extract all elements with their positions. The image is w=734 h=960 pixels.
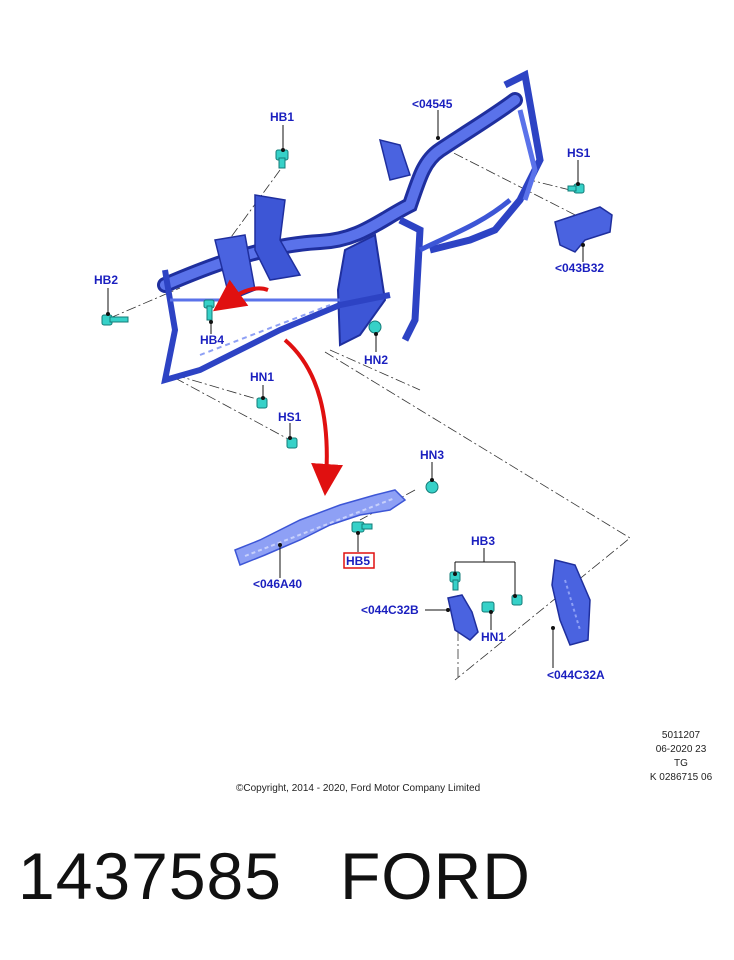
callout-043b32[interactable]: <043B32 [555, 261, 604, 275]
callout-hb4[interactable]: HB4 [200, 333, 224, 347]
callout-04545[interactable]: <04545 [412, 97, 453, 111]
leader-lines [107, 110, 584, 668]
callout-hs1-top[interactable]: HS1 [567, 146, 591, 160]
red-arrows [212, 279, 344, 496]
fasteners [101, 149, 585, 613]
part-number: 1437585 [18, 839, 282, 913]
bolt-hb1-icon [275, 149, 289, 169]
drawing-code: TG [674, 758, 688, 769]
callout-hs1-mid[interactable]: HS1 [278, 410, 302, 424]
callout-hb5[interactable]: HB5 [346, 554, 370, 568]
drawing-metadata: 5011207 06-2020 23 TG K 0286715 06 [636, 729, 726, 785]
callout-hn2[interactable]: HN2 [364, 353, 388, 367]
callout-hn3[interactable]: HN3 [420, 448, 444, 462]
hb5-highlight-box [343, 552, 375, 569]
callout-labels: HB1 <04545 HS1 <043B32 HB2 HB4 HN2 HN1 H… [94, 97, 605, 682]
callout-hn1-mid[interactable]: HN1 [250, 370, 274, 384]
bolt-hb4-icon [203, 299, 215, 321]
arrow-hb4-icon [212, 279, 269, 312]
drawing-date: 06-2020 23 [655, 744, 707, 755]
callout-hb3[interactable]: HB3 [471, 534, 495, 548]
callout-hn1-bot[interactable]: HN1 [481, 630, 505, 644]
drawing-reference: K 0286715 06 [649, 772, 713, 783]
reinforcement-046a40 [234, 489, 407, 566]
nut-hn2-icon [368, 320, 382, 334]
leader-dots [106, 136, 585, 630]
nut-hn1-bot-icon [481, 601, 495, 613]
bolt-hb2-icon [101, 314, 129, 326]
bolt-hb5-icon [351, 521, 373, 533]
bolt-hs1-mid-icon [286, 437, 298, 449]
bolt-hs1-top-icon [567, 183, 585, 194]
callout-hb2[interactable]: HB2 [94, 273, 118, 287]
bracket-044c32b [447, 594, 479, 641]
nut-hn3-icon [425, 480, 439, 494]
callout-044c32a[interactable]: <044C32A [547, 668, 605, 682]
cross-car-beam [157, 69, 544, 385]
brand-name: FORD [339, 839, 531, 913]
copyright-notice: ©Copyright, 2014 - 2020, Ford Motor Comp… [236, 783, 481, 794]
drawing-number: 5011207 [661, 730, 701, 741]
bracket-044c32a [551, 559, 591, 646]
footer-part-label: 1437585 FORD [18, 838, 531, 914]
arrow-reinforcement-icon [283, 338, 344, 496]
callout-046a40[interactable]: <046A40 [253, 577, 302, 591]
callout-044c32b[interactable]: <044C32B [361, 603, 419, 617]
callout-hb1[interactable]: HB1 [270, 110, 294, 124]
bracket-043b32 [554, 206, 613, 253]
